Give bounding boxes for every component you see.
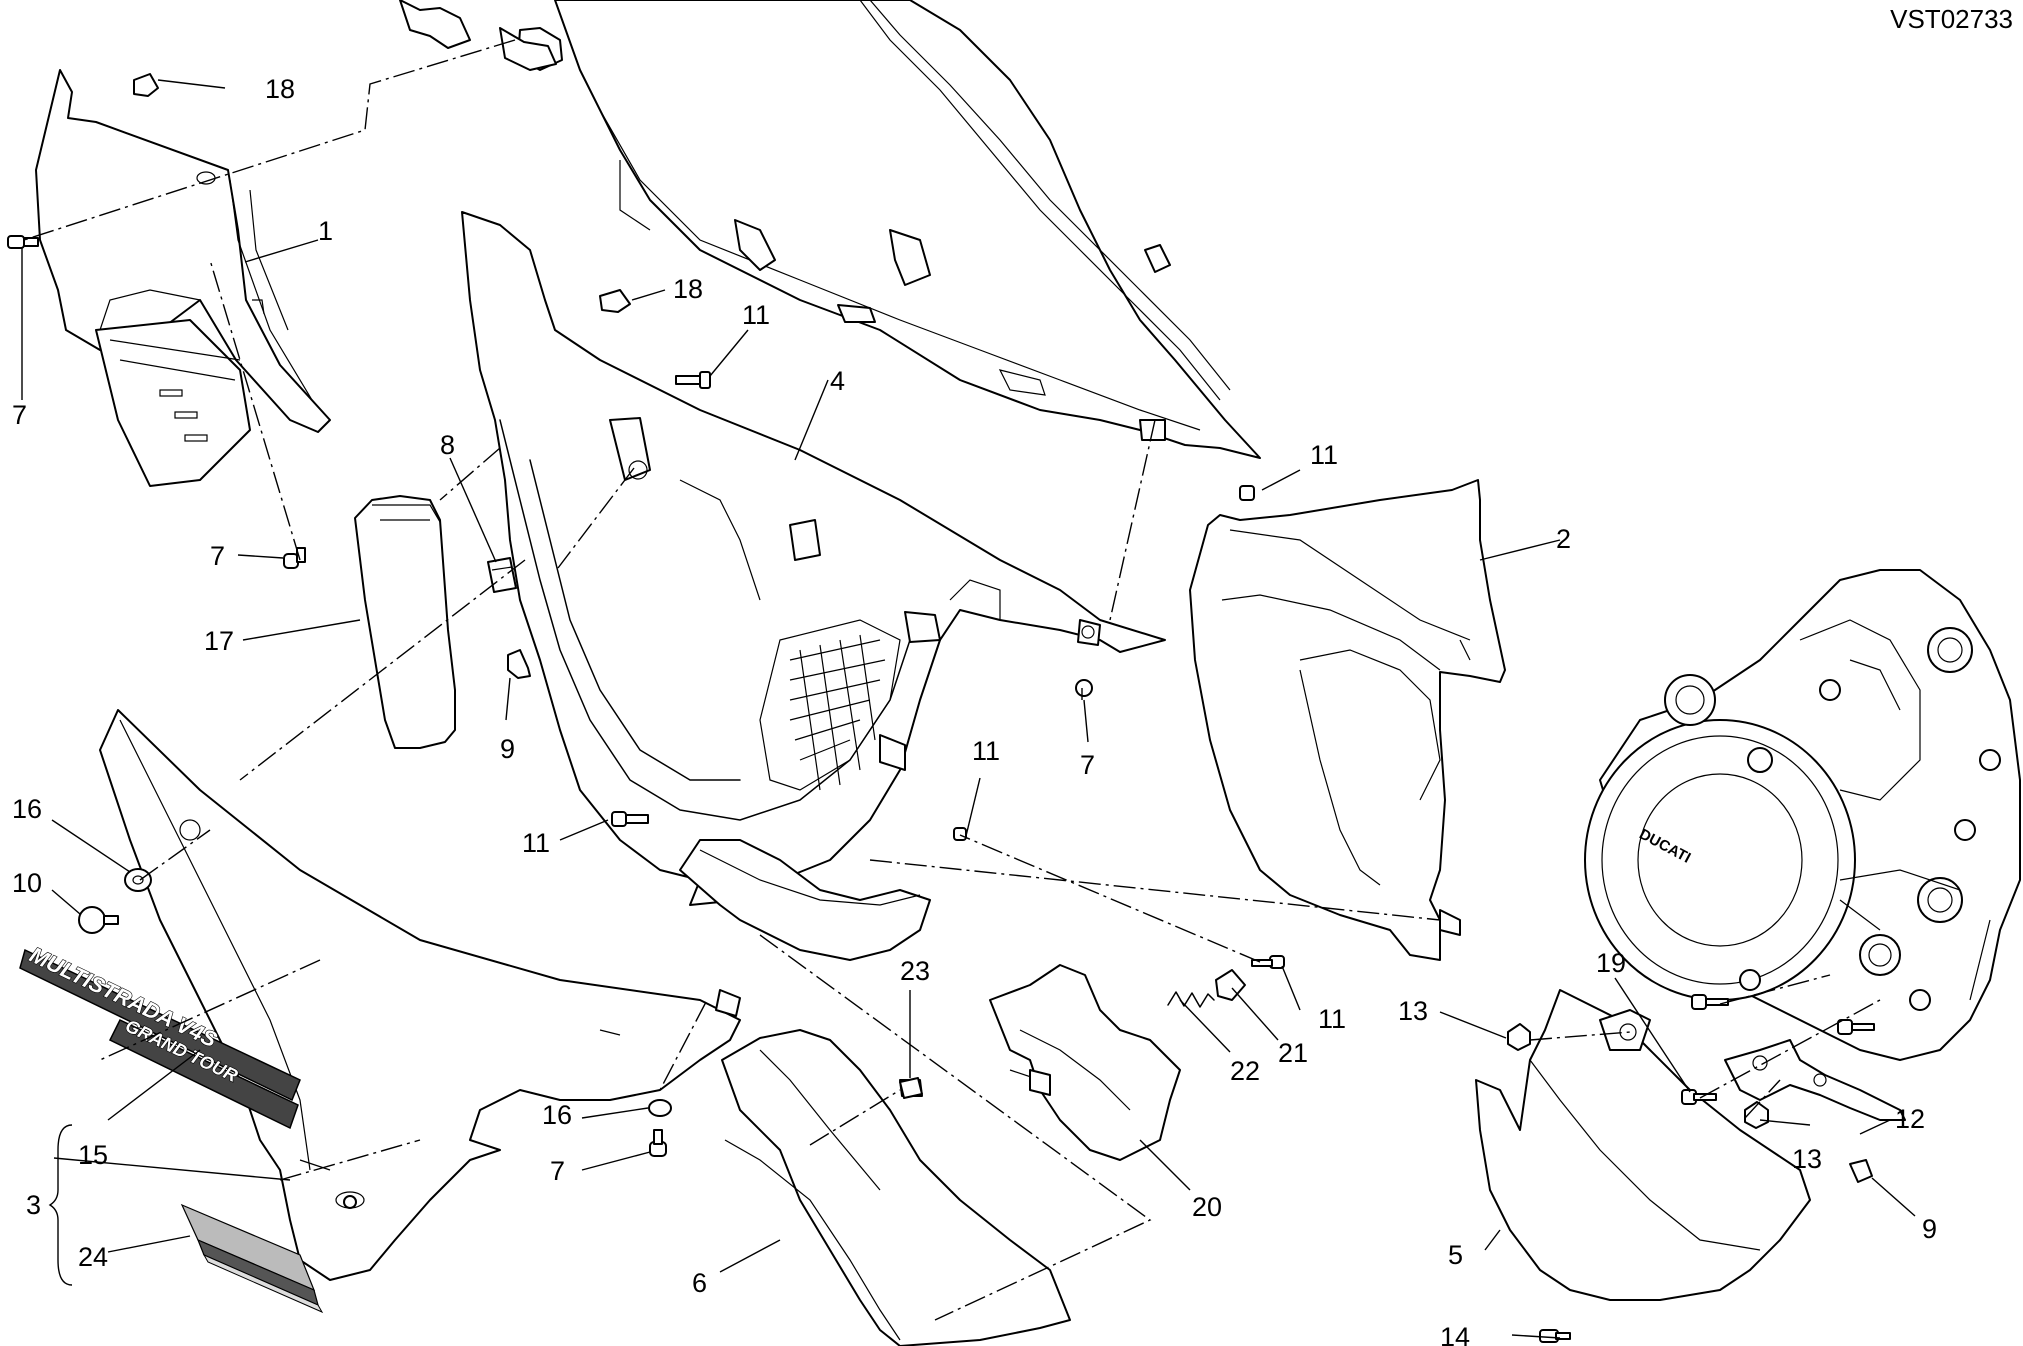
callout-18-center: 18 [673, 274, 703, 304]
callout-4: 4 [830, 366, 845, 396]
assembly-lines [23, 39, 1881, 1321]
callout-10: 10 [12, 868, 42, 898]
washer-16-left [124, 868, 152, 892]
leader-lines [21, 79, 1916, 1339]
callout-16-left: 16 [12, 794, 42, 824]
callout-19: 19 [1596, 948, 1626, 978]
callout-14: 14 [1440, 1322, 1470, 1346]
upper-fairing-panel [554, 0, 1261, 459]
screw-19 [1681, 1089, 1717, 1105]
callout-12: 12 [1895, 1104, 1925, 1134]
callout-7-left: 7 [12, 400, 27, 430]
callout-2: 2 [1556, 524, 1571, 554]
clip-9-right [1849, 1159, 1873, 1183]
callout-6: 6 [692, 1268, 707, 1298]
callout-1: 1 [318, 216, 333, 246]
part-8-clip [487, 557, 517, 593]
part-1-upper-side-panel [35, 69, 331, 487]
callout-7-center: 7 [1080, 750, 1095, 780]
callout-20: 20 [1192, 1192, 1222, 1222]
callout-11-c: 11 [522, 828, 550, 858]
callout-11-e: 11 [1318, 1004, 1346, 1034]
part-9-clip-left [507, 649, 531, 679]
screw-7-middle [283, 547, 306, 569]
screw-7-center [1075, 679, 1093, 697]
callout-22: 22 [1230, 1056, 1260, 1086]
part-22-spring [1167, 991, 1215, 1008]
engine-side-cover: DUCATI [1584, 569, 2021, 1061]
callout-9-right: 9 [1922, 1214, 1937, 1244]
screw-11-c [611, 811, 649, 827]
clip-23 [899, 1077, 923, 1099]
fasteners [7, 73, 1875, 1343]
callout-11-b: 11 [1310, 440, 1338, 470]
washer-16-center [648, 1099, 672, 1117]
nut-13-a [1507, 1023, 1531, 1051]
screw-11-a [675, 371, 711, 389]
part-17-vertical-panel [354, 495, 456, 749]
callout-13-right: 13 [1792, 1144, 1822, 1174]
cap-18-center [599, 289, 631, 313]
callout-16-center: 16 [542, 1100, 572, 1130]
top-bracket-assembly [399, 0, 563, 71]
part-6-lower-duct [721, 1029, 1071, 1346]
part-21-spacer [1215, 969, 1246, 1001]
callout-11-d: 11 [972, 736, 1000, 766]
callout-labels: 18 7 1 7 8 17 9 18 11 4 11 2 7 11 11 16 … [12, 74, 1937, 1346]
screw-11-d [953, 827, 967, 841]
screw-11-e [1251, 955, 1285, 969]
callout-18-top: 18 [265, 74, 295, 104]
screw-14 [1539, 1329, 1571, 1343]
reference-code: VST02733 [1890, 4, 2013, 34]
callout-7-lower: 7 [550, 1156, 565, 1186]
part-4-inner-panel [461, 211, 1166, 961]
callout-11-a: 11 [742, 300, 770, 330]
part-5-lower-cover [1475, 989, 1811, 1301]
screw-7-lower [649, 1129, 667, 1157]
brace-3 [48, 1124, 73, 1286]
callout-24: 24 [78, 1242, 108, 1272]
part-20-bracket-cover [989, 964, 1181, 1161]
nut-13-b [1744, 1101, 1769, 1129]
part-3-lower-fairing [99, 709, 741, 1281]
screw-19-upper2 [1837, 1019, 1875, 1035]
cap-18-top [133, 73, 159, 97]
callout-5: 5 [1448, 1240, 1463, 1270]
callout-15: 15 [78, 1140, 108, 1170]
callout-21: 21 [1278, 1038, 1308, 1068]
callout-7-mid: 7 [210, 541, 225, 571]
screw-11-b [1239, 485, 1255, 501]
callout-9-left: 9 [500, 734, 515, 764]
part-2-right-side-panel [1189, 479, 1506, 961]
callout-17: 17 [204, 626, 234, 656]
screw-7-top [7, 235, 39, 249]
screw-10 [78, 906, 119, 934]
part-24-stripe-decal [180, 1203, 324, 1314]
callout-8: 8 [440, 430, 455, 460]
callout-3: 3 [26, 1190, 41, 1220]
callout-13-left: 13 [1398, 996, 1428, 1026]
callout-23: 23 [900, 956, 930, 986]
